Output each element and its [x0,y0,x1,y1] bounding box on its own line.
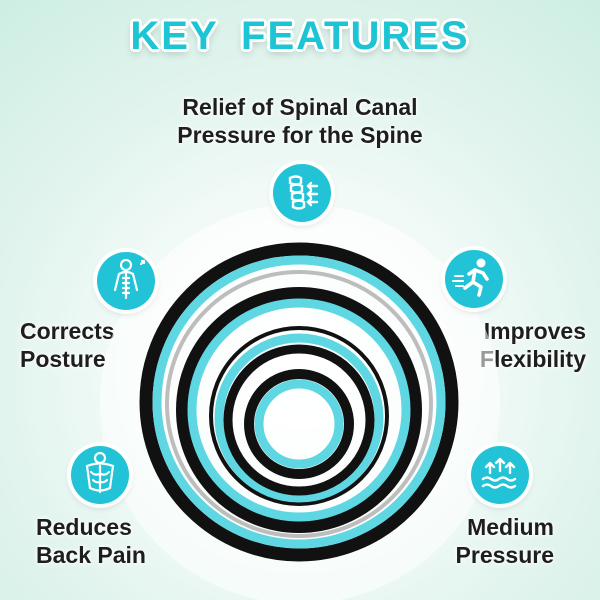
spine-icon [273,164,331,222]
feature-posture-label: Corrects Posture [20,318,115,372]
ring-2 [165,270,433,538]
posture-icon [97,252,155,310]
back-muscles-icon [71,446,129,504]
ring-5 [244,369,354,479]
pressure-waves-icon [471,446,529,504]
ring-1 [139,242,459,562]
feature-flexibility-label: Improves Flexibility [479,318,586,372]
feature-pressure-label: Medium Pressure [455,514,554,568]
ring-4 [209,326,389,506]
ring-3 [176,287,422,533]
page-title: KEY FEATURES [130,14,470,58]
feature-spinal-label: Relief of Spinal Canal Pressure for the … [177,94,423,148]
feature-back-pain-label: Reduces Back Pain [36,514,146,568]
runner-icon [445,250,503,308]
